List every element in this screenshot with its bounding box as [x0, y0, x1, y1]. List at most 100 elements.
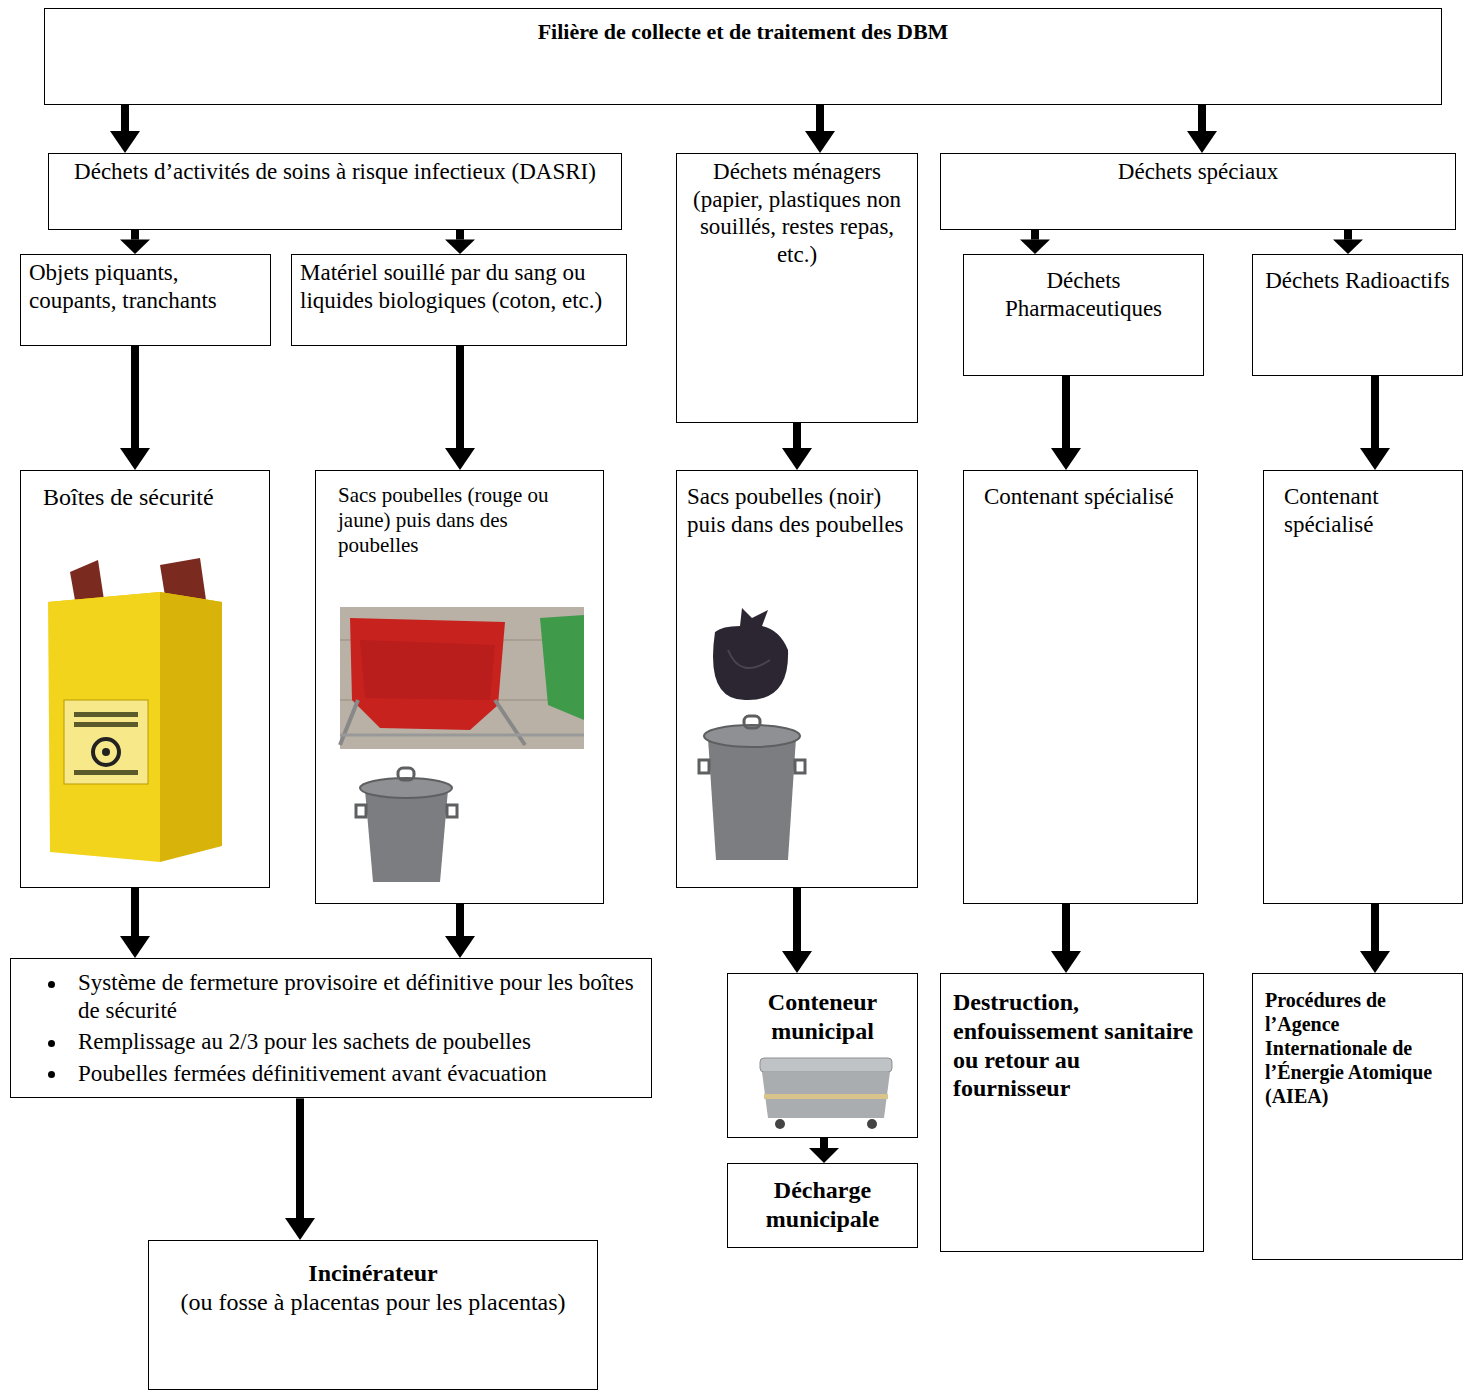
- bag-fold: [728, 650, 770, 668]
- bin-body: [708, 738, 796, 860]
- biohazard-symbol: [93, 739, 119, 765]
- box-text: Sacs poubelles (noir) puis dans des poub…: [687, 483, 909, 538]
- destination-box: Incinérateur(ou fosse à placentas pour l…: [148, 1240, 598, 1390]
- rules-box: Système de fermeture provisoire et défin…: [10, 958, 652, 1098]
- arrow-shaft: [456, 346, 464, 448]
- flow-arrow: [1051, 904, 1081, 973]
- flow-arrow: [445, 346, 475, 470]
- flow-arrow: [445, 230, 475, 254]
- container-box: Sacs poubelles (rouge ou jaune) puis dan…: [315, 470, 604, 904]
- arrow-head: [120, 240, 150, 254]
- bullet-item: Poubelles fermées définitivement avant é…: [21, 1060, 641, 1088]
- destination-box: Conteneur municipal: [727, 973, 918, 1138]
- arrow-shaft: [816, 105, 824, 131]
- container-box: Sacs poubelles (noir) puis dans des poub…: [676, 470, 918, 888]
- container-band: [764, 1094, 888, 1099]
- arrow-head: [1360, 448, 1390, 470]
- waste-type-box: Objets piquants, coupants, tranchants: [20, 254, 271, 346]
- box-text: Décharge municipale: [734, 1176, 911, 1234]
- arrow-head: [445, 936, 475, 958]
- flow-arrow: [120, 230, 150, 254]
- flow-arrow: [1360, 376, 1390, 470]
- box-text: Procédures de l’Agence Internationale de…: [1265, 988, 1454, 1108]
- grey-bin: [356, 768, 457, 882]
- arrow-shaft: [131, 346, 139, 448]
- arrow-shaft: [456, 904, 464, 936]
- arrow-head: [445, 240, 475, 254]
- flow-arrow: [110, 105, 140, 153]
- bullet-item: Système de fermeture provisoire et défin…: [21, 969, 641, 1024]
- flow-arrow: [445, 904, 475, 958]
- box-text: Déchets spéciaux: [949, 158, 1447, 186]
- bin-handle: [699, 760, 709, 773]
- box-text: Conteneur municipal: [734, 988, 911, 1046]
- flow-arrow: [1333, 230, 1363, 254]
- box-text: Boîtes de sécurité: [43, 483, 259, 512]
- container-lid: [760, 1058, 892, 1072]
- box-text: Sacs poubelles (rouge ou jaune) puis dan…: [338, 483, 593, 559]
- arrow-head: [120, 448, 150, 470]
- lid-knob: [744, 716, 760, 728]
- arrow-shaft: [1198, 105, 1206, 131]
- flow-arrow: [1020, 230, 1050, 254]
- box-text: Déchets d’activités de soins à risque in…: [57, 158, 613, 186]
- box-text: Filière de collecte et de traitement des…: [53, 19, 1433, 45]
- container-wheel: [867, 1119, 877, 1129]
- flow-arrow: [1360, 904, 1390, 973]
- flow-arrow: [809, 1138, 839, 1163]
- arrow-shaft: [1344, 230, 1352, 240]
- bag-frame: [495, 700, 525, 745]
- bin-handle: [447, 805, 457, 817]
- arrow-head: [1187, 131, 1217, 153]
- container-box: Contenant spécialisé: [1263, 470, 1463, 904]
- container-box: Contenant spécialisé: [963, 470, 1198, 904]
- arrow-head: [1360, 951, 1390, 973]
- flow-arrow: [805, 105, 835, 153]
- arrow-shaft: [820, 1138, 828, 1148]
- box-text: Contenant spécialisé: [1284, 483, 1454, 538]
- arrow-head: [1333, 240, 1363, 254]
- arrow-shaft: [1062, 904, 1070, 951]
- arrow-shaft: [131, 888, 139, 936]
- destination-box: Procédures de l’Agence Internationale de…: [1252, 973, 1463, 1260]
- container-wheel: [775, 1119, 785, 1129]
- black-bag: [713, 608, 788, 700]
- category-box: Déchets spéciaux: [940, 153, 1456, 230]
- arrow-shaft: [121, 105, 129, 131]
- bullet-dot: [48, 1040, 55, 1047]
- box-text: (ou fosse à placentas pour les placentas…: [159, 1288, 587, 1317]
- bag-body: [713, 608, 788, 700]
- lid-knob: [398, 768, 414, 780]
- bag-frame: [340, 734, 584, 737]
- flow-arrow: [1051, 376, 1081, 470]
- arrow-head: [120, 936, 150, 958]
- arrow-shaft: [1062, 376, 1070, 448]
- red-bag: [350, 618, 505, 730]
- arrow-shaft: [1371, 376, 1379, 448]
- flow-arrow: [782, 423, 812, 470]
- container-box: Boîtes de sécurité: [20, 470, 270, 888]
- box-text: Matériel souillé par du sang ou liquides…: [300, 259, 618, 314]
- flow-arrow: [782, 888, 812, 973]
- box-label: [64, 700, 148, 784]
- arrow-head: [809, 1148, 839, 1163]
- waste-type-box: Matériel souillé par du sang ou liquides…: [291, 254, 627, 346]
- box-text: Destruction, enfouissement sanitaire ou …: [953, 988, 1195, 1103]
- waste-type-box: Déchets Pharmaceutiques: [963, 254, 1204, 376]
- arrow-shaft: [793, 888, 801, 951]
- arrow-head: [782, 951, 812, 973]
- municipal-container: [760, 1058, 892, 1129]
- bin-handle: [795, 760, 805, 773]
- bullet-item: Remplissage au 2/3 pour les sachets de p…: [21, 1028, 641, 1056]
- flow-arrow: [1187, 105, 1217, 153]
- bag-frame: [340, 700, 358, 745]
- arrow-head: [1051, 448, 1081, 470]
- photo-wall: [340, 607, 584, 749]
- bullet-dot: [48, 981, 55, 988]
- box-text: Objets piquants, coupants, tranchants: [29, 259, 262, 314]
- arrow-shaft: [793, 423, 801, 448]
- red-bag-photo: [340, 607, 584, 749]
- box-text: Déchets ménagers (papier, plastiques non…: [683, 158, 911, 268]
- arrow-head: [445, 448, 475, 470]
